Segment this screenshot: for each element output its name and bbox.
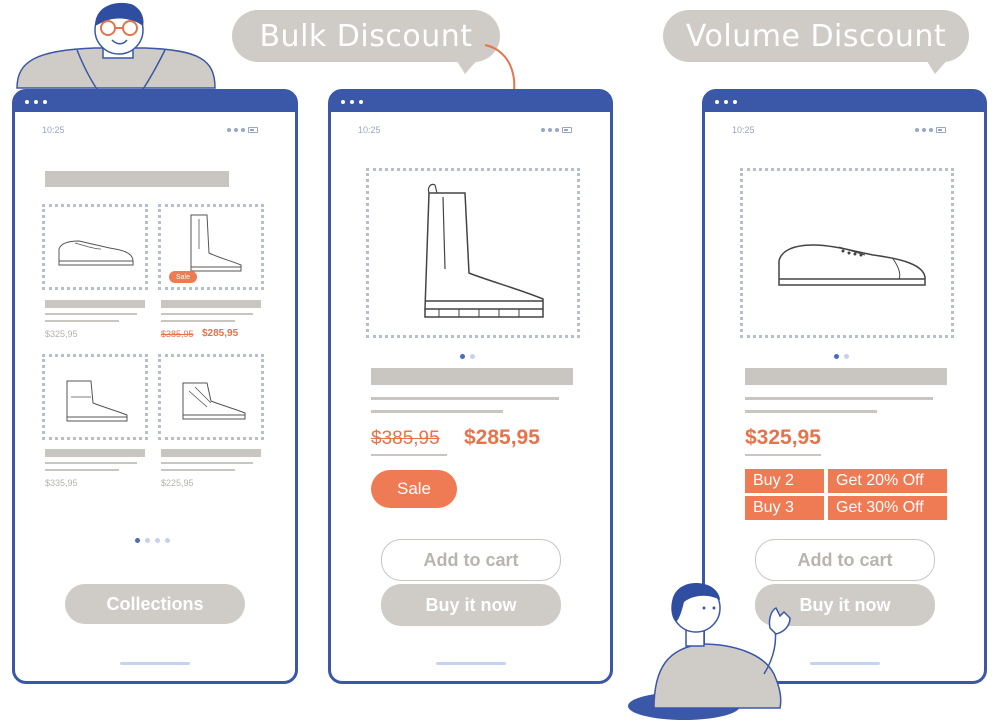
image-pager[interactable] xyxy=(460,354,475,359)
sale-badge: Sale xyxy=(169,271,197,283)
discount-price: $285,95 xyxy=(464,426,540,449)
product-desc-placeholder xyxy=(371,410,503,413)
tier-offer[interactable]: Get 30% Off xyxy=(828,496,947,520)
product-image-frame[interactable] xyxy=(158,354,264,440)
price-underline-placeholder xyxy=(745,454,821,456)
product-image-frame[interactable] xyxy=(42,204,148,290)
tier-offer[interactable]: Get 20% Off xyxy=(828,469,947,493)
window-titlebar xyxy=(331,92,610,112)
product-desc-placeholder xyxy=(161,313,253,315)
product-desc-placeholder xyxy=(45,320,119,322)
product-desc-placeholder xyxy=(161,320,235,322)
chelsea-boot-icon xyxy=(424,183,544,318)
product-price: $225,95 xyxy=(161,478,194,488)
product-desc-placeholder xyxy=(745,410,877,413)
product-desc-placeholder xyxy=(45,469,119,471)
product-new-price: $285,95 xyxy=(202,328,239,339)
chelsea-boot-icon xyxy=(190,214,242,272)
phone-bulk-discount: 10:25 $385,95 $285,95 Sale Add to cart B… xyxy=(328,89,613,684)
home-indicator xyxy=(810,662,880,665)
window-dots xyxy=(25,100,47,104)
sale-button-label: Sale xyxy=(396,479,432,498)
bubble-tail xyxy=(455,58,479,74)
page-indicator[interactable] xyxy=(135,538,170,543)
product-name-placeholder xyxy=(45,300,145,308)
tier-offer-label: Get 20% Off xyxy=(836,472,924,489)
old-price: $385,95 xyxy=(371,428,440,449)
phone-volume-discount: 10:25 $325,95 Buy 2 Get 20% Off Buy 3 Ge… xyxy=(702,89,987,684)
product-desc-placeholder xyxy=(371,397,559,400)
window-titlebar xyxy=(15,92,295,112)
window-dots xyxy=(341,100,363,104)
product-old-price: $385,95 xyxy=(161,329,194,339)
add-to-cart-label: Add to cart xyxy=(423,549,519,570)
status-time: 10:25 xyxy=(358,125,381,135)
product-desc-placeholder xyxy=(45,462,137,464)
status-time: 10:25 xyxy=(732,125,755,135)
tier-offer-label: Get 30% Off xyxy=(836,499,924,516)
window-titlebar xyxy=(705,92,984,112)
oxford-shoe-icon xyxy=(778,244,926,286)
tier-quantity[interactable]: Buy 3 xyxy=(745,496,824,520)
product-price: $335,95 xyxy=(45,478,78,488)
tier-quantity-label: Buy 2 xyxy=(753,472,794,489)
sale-button[interactable]: Sale xyxy=(371,470,457,508)
product-price: $325,95 xyxy=(45,329,78,339)
price-underline-placeholder xyxy=(371,454,447,456)
image-pager[interactable] xyxy=(834,354,849,359)
product-desc-placeholder xyxy=(45,313,137,315)
product-image-frame[interactable]: Sale xyxy=(158,204,264,290)
product-name-placeholder xyxy=(161,449,261,457)
character-waving-illustration xyxy=(628,583,791,720)
product-image-frame[interactable] xyxy=(740,168,954,338)
home-indicator xyxy=(120,662,190,665)
status-icons xyxy=(541,127,572,133)
volume-discount-bubble: Volume Discount xyxy=(663,10,969,62)
window-dots xyxy=(715,100,737,104)
tier-quantity[interactable]: Buy 2 xyxy=(745,469,824,493)
title-placeholder xyxy=(45,171,229,187)
status-time: 10:25 xyxy=(42,125,65,135)
collections-button-label: Collections xyxy=(106,593,204,614)
product-title-placeholder xyxy=(371,368,573,385)
tier-quantity-label: Buy 3 xyxy=(753,499,794,516)
buy-it-now-label: Buy it now xyxy=(799,594,891,615)
ankle-boot-icon xyxy=(66,380,128,422)
buy-it-now-label: Buy it now xyxy=(425,594,517,615)
product-price: $325,95 xyxy=(745,426,821,449)
volume-discount-label: Volume Discount xyxy=(685,18,947,54)
status-icons xyxy=(227,127,258,133)
product-desc-placeholder xyxy=(161,469,235,471)
product-name-placeholder xyxy=(45,449,145,457)
home-indicator xyxy=(436,662,506,665)
add-to-cart-button[interactable]: Add to cart xyxy=(381,539,561,581)
sneaker-icon xyxy=(182,382,246,420)
boat-shoe-icon xyxy=(58,240,134,266)
product-image-frame[interactable] xyxy=(42,354,148,440)
buy-it-now-button[interactable]: Buy it now xyxy=(381,584,561,626)
product-desc-placeholder xyxy=(161,462,253,464)
collections-button[interactable]: Collections xyxy=(65,584,245,624)
bubble-tail xyxy=(925,58,949,74)
status-icons xyxy=(915,127,946,133)
add-to-cart-label: Add to cart xyxy=(797,549,893,570)
add-to-cart-button[interactable]: Add to cart xyxy=(755,539,935,581)
bulk-discount-bubble: Bulk Discount xyxy=(232,10,500,62)
product-title-placeholder xyxy=(745,368,947,385)
bulk-discount-label: Bulk Discount xyxy=(259,18,473,54)
product-image-frame[interactable] xyxy=(366,168,580,338)
phone-collections: 10:25 $325,95 Sale $385,95 $285,95 xyxy=(12,89,298,684)
product-desc-placeholder xyxy=(745,397,933,400)
product-name-placeholder xyxy=(161,300,261,308)
